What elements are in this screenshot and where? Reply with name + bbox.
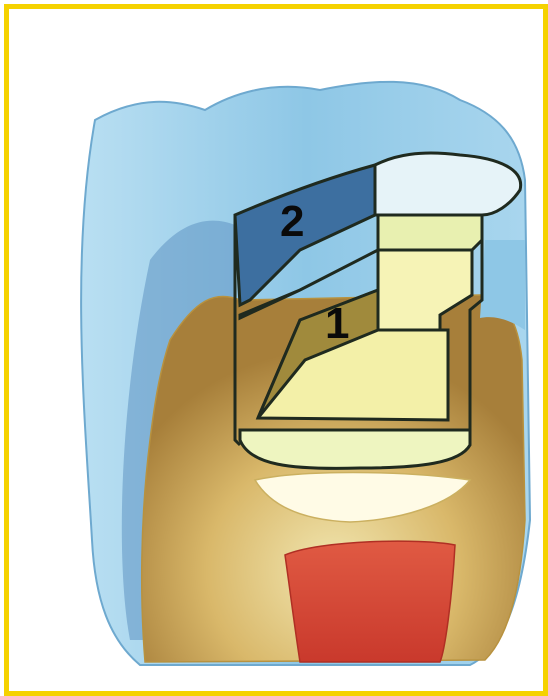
pulp-chamber — [285, 541, 455, 662]
region-2-label: 2 — [280, 200, 304, 244]
cavity-base — [240, 430, 470, 468]
enamel-right-strip — [480, 240, 525, 330]
region-1-label: 1 — [325, 302, 349, 346]
enamel-cap-section — [375, 153, 521, 215]
